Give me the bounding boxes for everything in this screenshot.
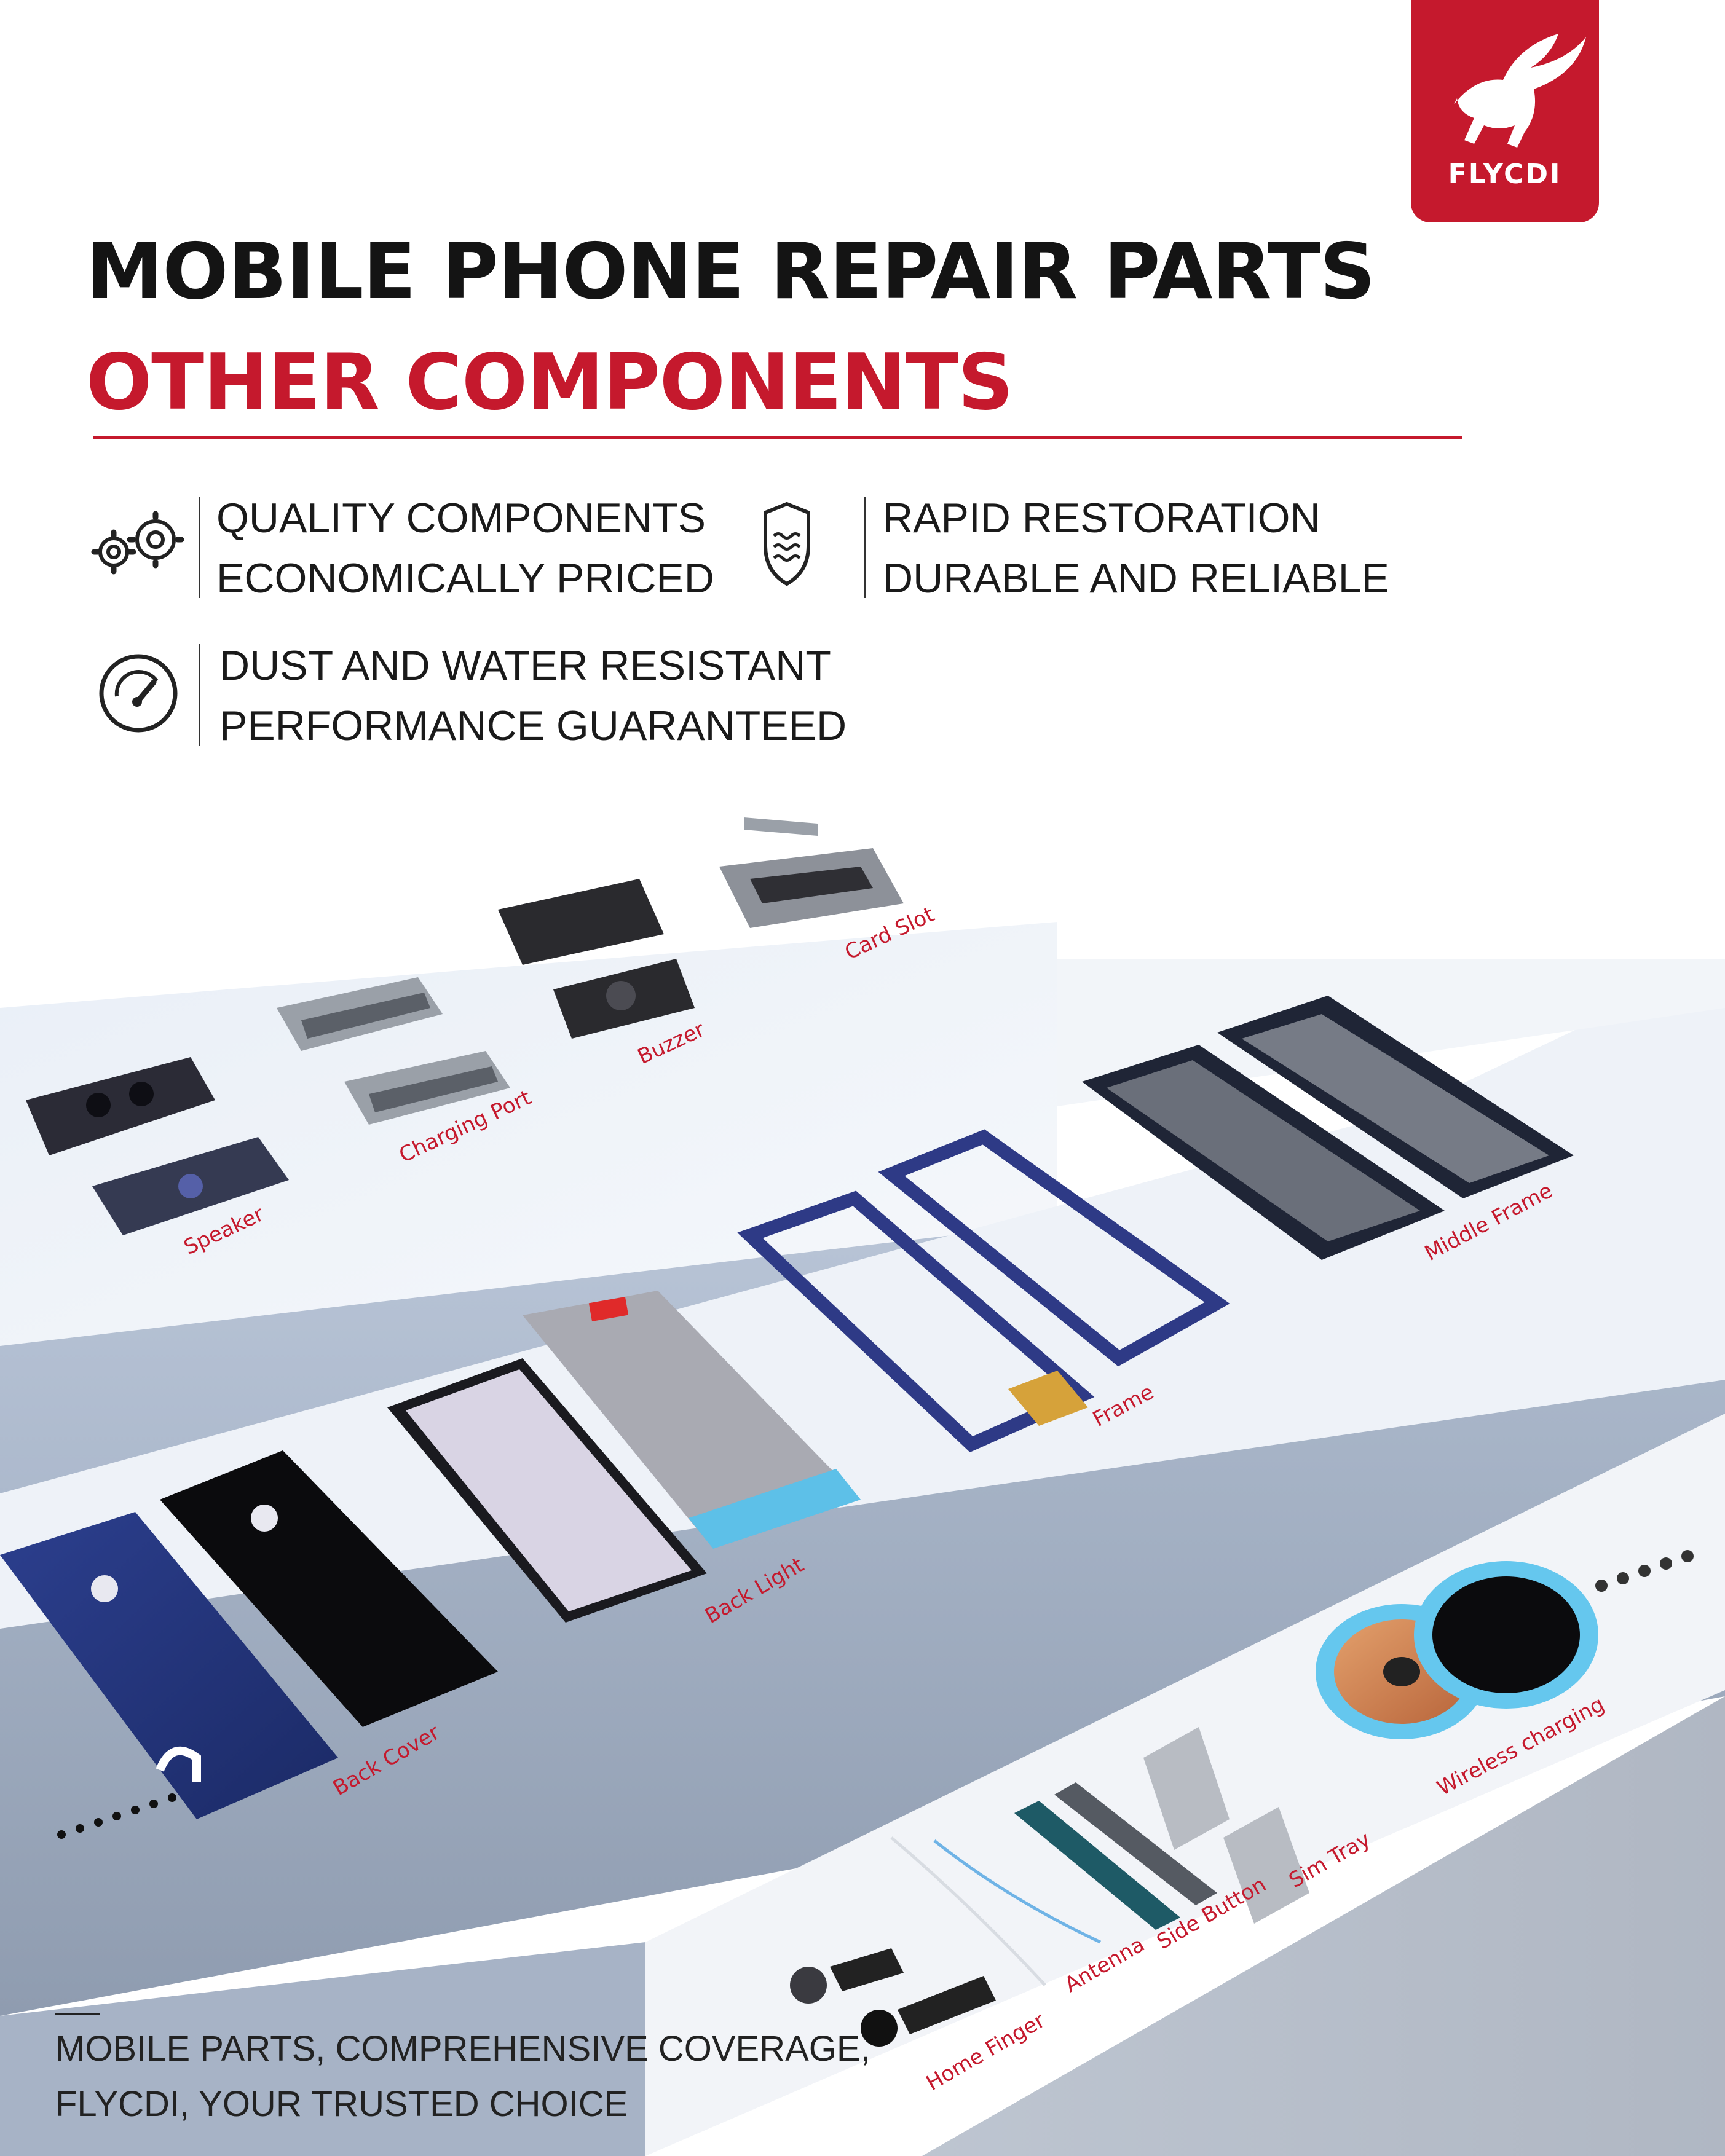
shield-waves-icon: [764, 502, 810, 586]
feature-resistant: DUST AND WATER RESISTANT PERFORMANCE GUA…: [219, 635, 847, 756]
feature-line: PERFORMANCE GUARANTEED: [219, 702, 847, 749]
home-finger-illustration: [790, 1948, 996, 2047]
feature-quality: QUALITY COMPONENTS ECONOMICALLY PRICED: [216, 488, 714, 608]
page-title: MOBILE PHONE REPAIR PARTS: [86, 226, 1375, 317]
speaker-illustration: [26, 1057, 289, 1235]
feature-restoration: RAPID RESTORATION DURABLE AND RELIABLE: [883, 488, 1389, 608]
antenna-illustration: [890, 1836, 1102, 1986]
buzzer-illustration: [498, 879, 695, 1039]
card-slot-illustration: [719, 817, 904, 928]
brand-logo: FLYCDI: [1411, 0, 1599, 222]
feature-divider: [199, 497, 200, 598]
page-subtitle: OTHER COMPONENTS: [86, 337, 1014, 427]
gauge-icon: [99, 654, 178, 733]
title-divider: [93, 436, 1462, 439]
ellipsis-dots-left: [57, 1793, 176, 1839]
pegasus-logo-icon: [1454, 34, 1586, 148]
footer-line-1: MOBILE PARTS, COMPREHENSIVE COVERAGE,: [55, 2029, 870, 2069]
ellipsis-dots-right: [1595, 1550, 1694, 1592]
back-cover-illustration: [0, 1450, 498, 1819]
wireless-charging-illustration: [1316, 1561, 1598, 1739]
footer-line-2: FLYCDI, YOUR TRUSTED CHOICE: [55, 2084, 628, 2124]
side-button-illustration: [1014, 1782, 1217, 1930]
feature-divider: [199, 644, 200, 746]
feature-line: RAPID RESTORATION: [883, 495, 1320, 541]
feature-divider: [864, 497, 866, 598]
sim-tray-illustration: [1143, 1727, 1309, 1924]
feature-line: QUALITY COMPONENTS: [216, 495, 706, 541]
feature-line: DURABLE AND RELIABLE: [883, 555, 1389, 602]
frame-illustration: [737, 1129, 1230, 1453]
feature-line: ECONOMICALLY PRICED: [216, 555, 714, 602]
gears-icon: [91, 511, 184, 575]
feature-line: DUST AND WATER RESISTANT: [219, 642, 831, 689]
footer-dash: [55, 2013, 100, 2015]
lcd-glass-illustration: [387, 1358, 707, 1623]
charging-port-illustration: [277, 977, 510, 1125]
brand-name: FLYCDI: [1448, 159, 1562, 190]
middle-frame-illustration: [1082, 996, 1574, 1260]
back-light-illustration: [523, 1291, 861, 1549]
